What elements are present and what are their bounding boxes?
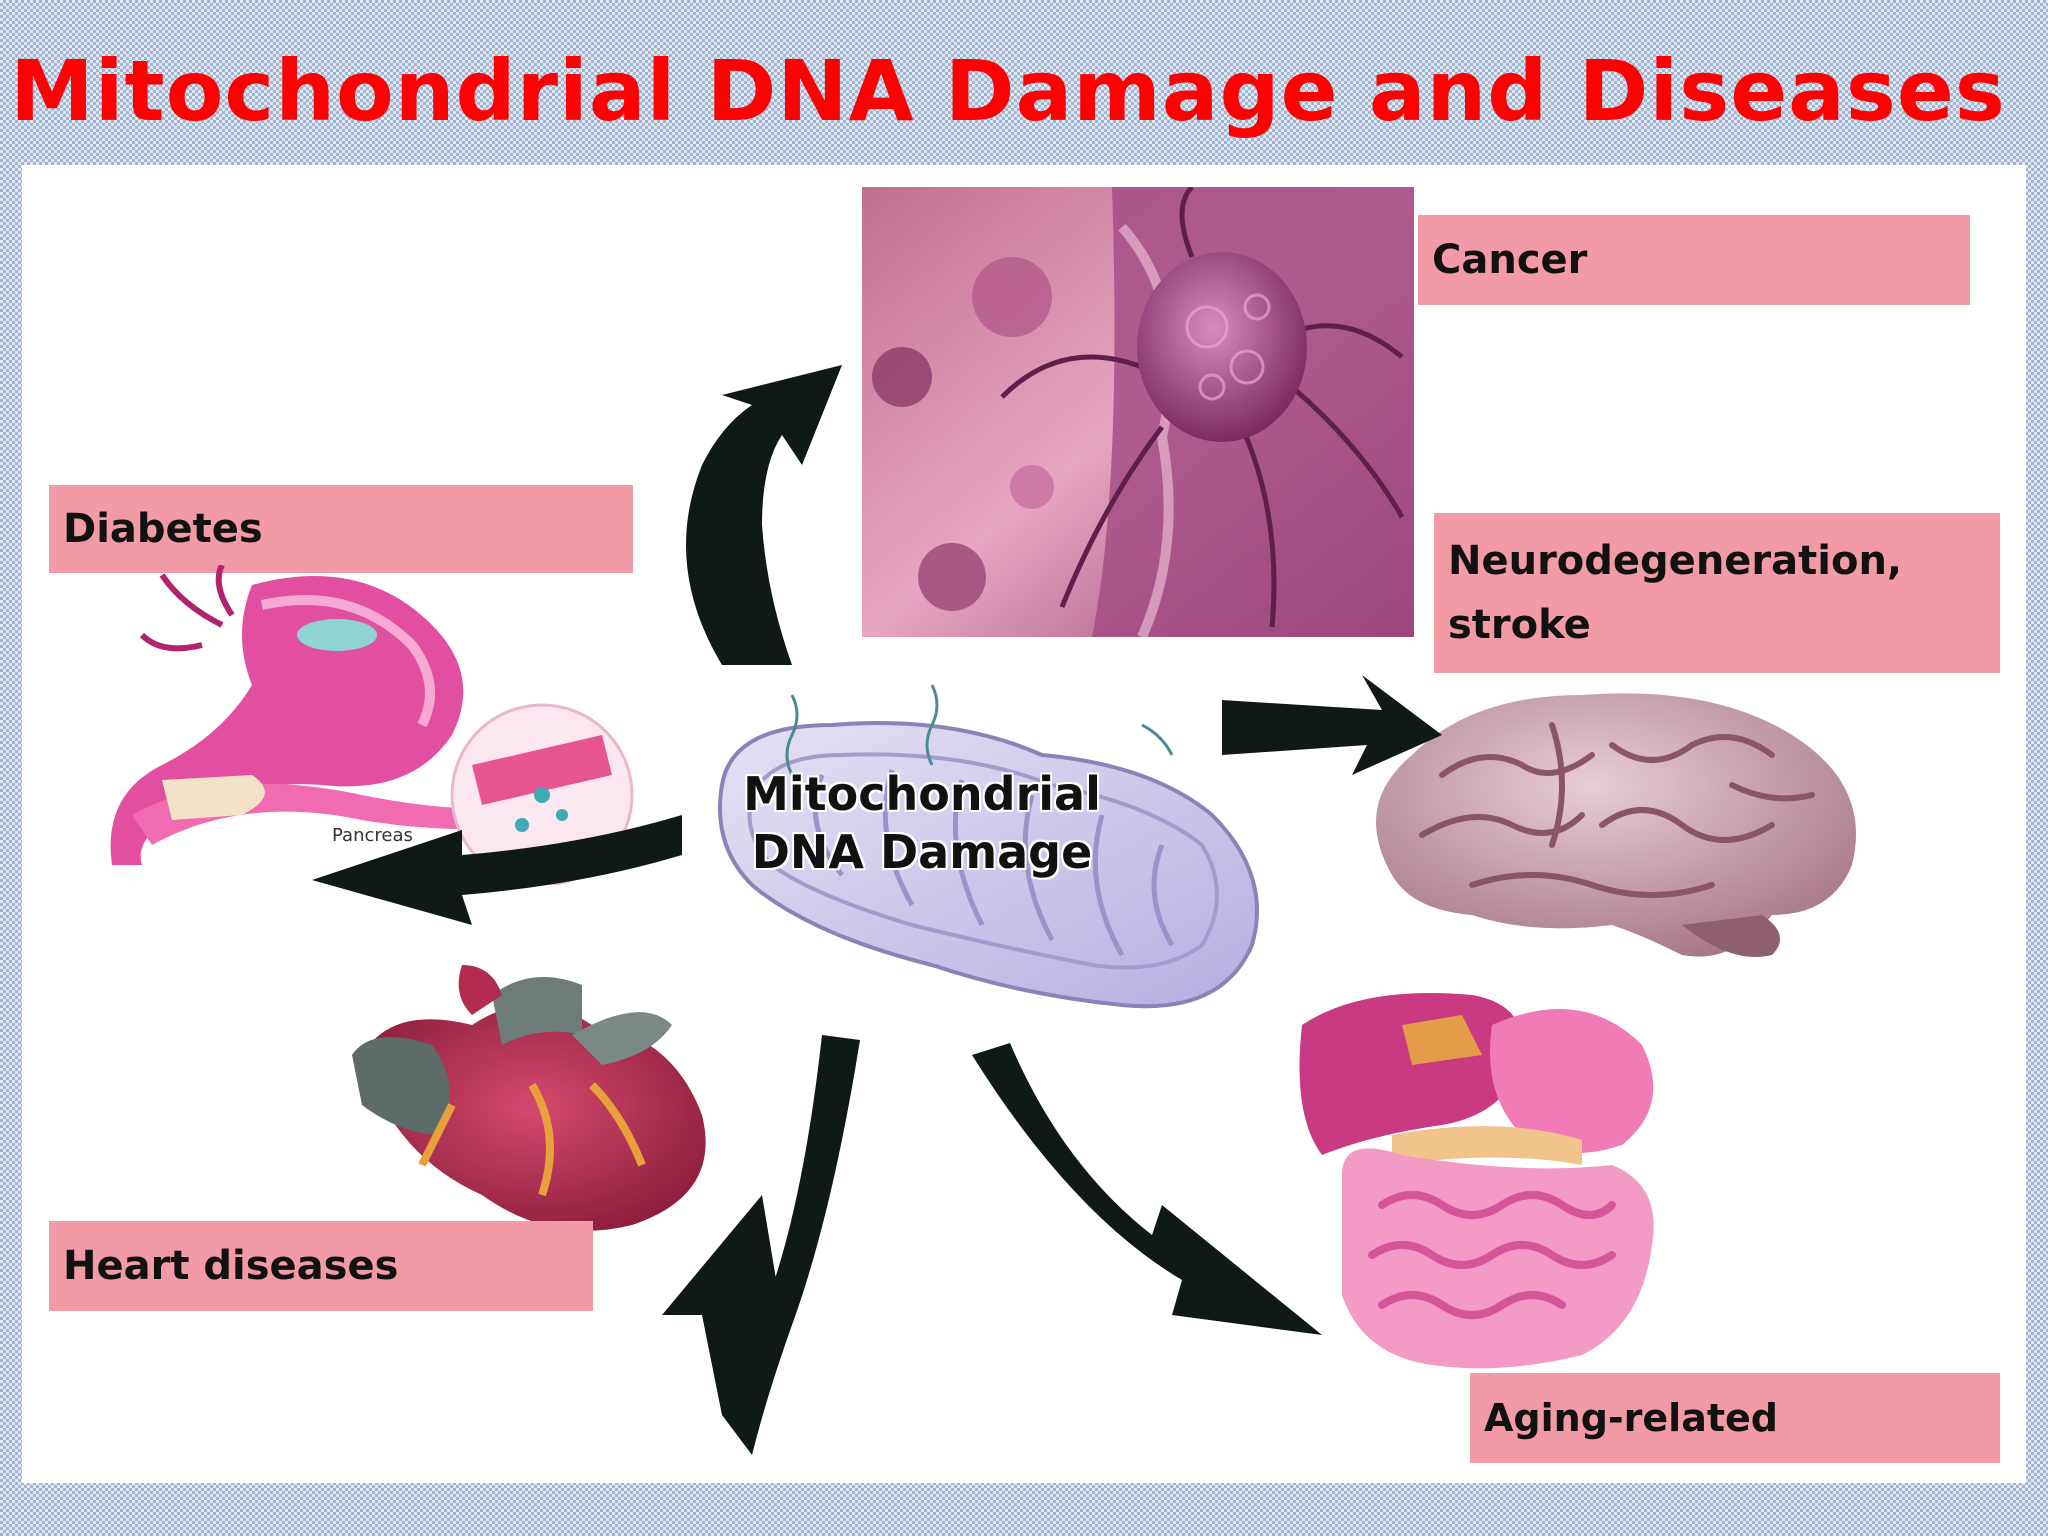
arrow-to-diabetes xyxy=(312,815,682,925)
arrow-to-heart xyxy=(662,1035,860,1455)
arrow-to-neuro xyxy=(1222,675,1442,775)
arrow-to-aging xyxy=(972,1043,1322,1335)
brain-image xyxy=(1376,693,1856,957)
center-label-line1: Mitochondrial xyxy=(743,767,1101,821)
cancer-label: Cancer xyxy=(1418,215,1970,305)
heart-diseases-label: Heart diseases xyxy=(49,1221,593,1311)
cancer-cell-image xyxy=(862,187,1414,637)
center-label: Mitochondrial DNA Damage xyxy=(712,765,1132,881)
neurodegeneration-line1: Neurodegeneration, xyxy=(1448,538,1903,584)
neurodegeneration-line2: stroke xyxy=(1448,602,1591,648)
diabetes-label: Diabetes xyxy=(49,485,633,573)
page-title: Mitochondrial DNA Damage and Diseases xyxy=(10,42,2006,140)
diagram-panel: Cancer Neurodegeneration, stroke Diabete… xyxy=(22,165,2026,1483)
neurodegeneration-label: Neurodegeneration, stroke xyxy=(1434,513,2000,673)
pancreas-text: Pancreas xyxy=(332,825,413,846)
center-label-line2: DNA Damage xyxy=(751,825,1093,879)
heart-image xyxy=(352,965,706,1231)
arrows-layer xyxy=(312,365,1442,1455)
mitochondrion-image xyxy=(718,684,1259,1009)
digestive-system-image xyxy=(1299,993,1654,1369)
arrow-to-cancer xyxy=(686,365,842,665)
aging-disorders-label: Aging-related disorders xyxy=(1470,1373,2000,1463)
